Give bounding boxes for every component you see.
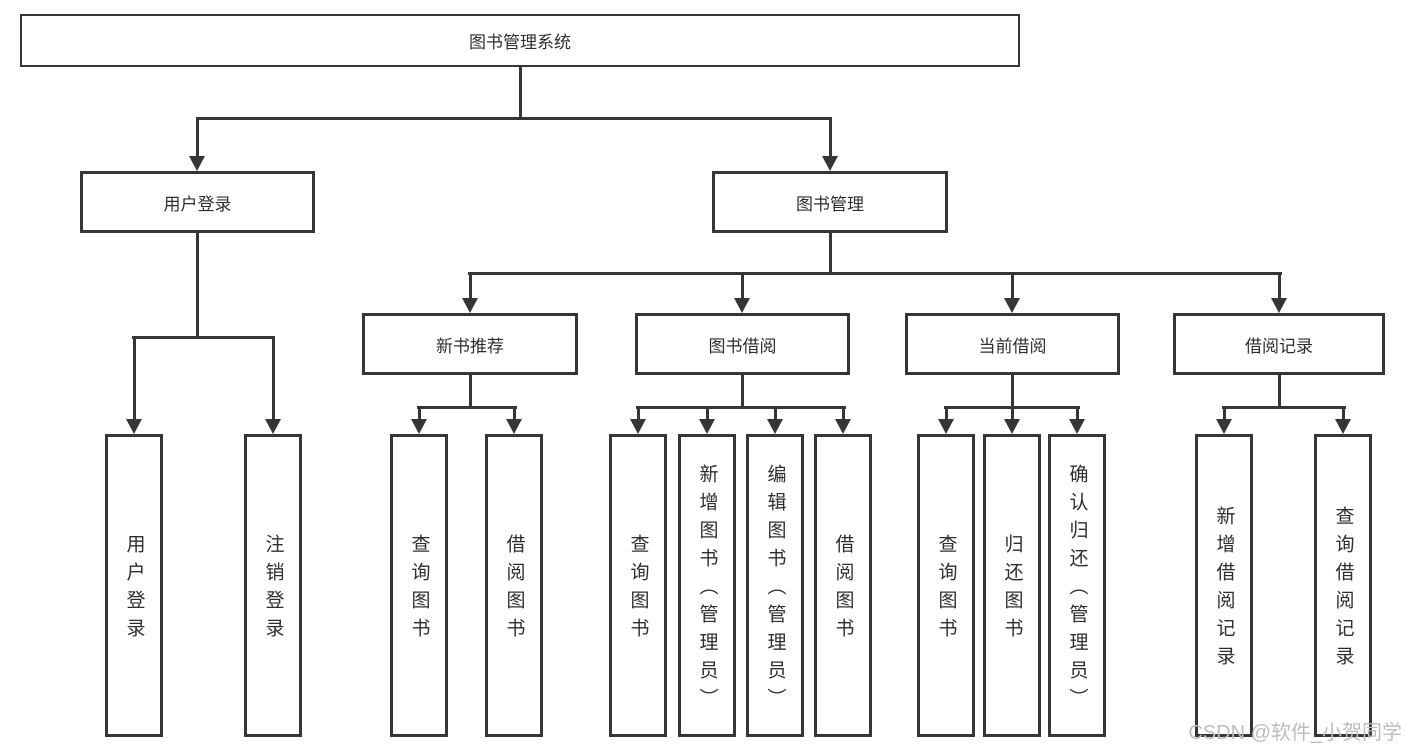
- node-label: 图书管理: [796, 194, 864, 214]
- arrow-down-icon: [265, 419, 281, 434]
- arrow-down-icon: [1004, 298, 1020, 313]
- leaf-edit-books-admin: 编辑图书（管理员）: [746, 434, 804, 737]
- arrow-down-icon: [1271, 298, 1287, 313]
- connector-line: [196, 117, 832, 120]
- node-label: 借阅记录: [1245, 336, 1313, 356]
- node-library-management-system: 图书管理系统: [20, 14, 1020, 67]
- leaf-label: 查询图书: [408, 534, 430, 646]
- connector-line: [637, 406, 640, 421]
- node-label: 图书借阅: [708, 336, 777, 356]
- connector-line: [1076, 406, 1079, 421]
- node-label: 新书推荐: [436, 336, 504, 356]
- leaf-add-books-admin: 新增图书（管理员）: [678, 434, 736, 737]
- leaf-query-books-current: 查询图书: [917, 434, 975, 737]
- connector-line: [418, 406, 421, 421]
- connector-line: [829, 231, 832, 275]
- arrow-down-icon: [699, 419, 715, 434]
- node-borrow-records: 借阅记录: [1173, 313, 1385, 375]
- leaf-borrow-books: 借阅图书: [814, 434, 872, 737]
- leaf-label: 归还图书: [1001, 534, 1023, 646]
- node-book-management: 图书管理: [712, 171, 948, 233]
- leaf-confirm-return-admin: 确认归还（管理员）: [1048, 434, 1106, 737]
- leaf-query-books-recommend: 查询图书: [390, 434, 448, 737]
- connector-line: [1222, 406, 1346, 409]
- connector-line: [469, 373, 472, 409]
- connector-line: [272, 336, 275, 421]
- leaf-label: 借阅图书: [503, 534, 525, 646]
- leaf-query-borrow-record: 查询借阅记录: [1314, 434, 1372, 737]
- arrow-down-icon: [1335, 419, 1351, 434]
- connector-line: [1011, 373, 1014, 409]
- leaf-add-borrow-record: 新增借阅记录: [1195, 434, 1253, 737]
- node-label: 用户登录: [163, 194, 232, 214]
- arrow-down-icon: [506, 419, 522, 434]
- connector-line: [741, 373, 744, 409]
- connector-line: [1278, 373, 1281, 409]
- connector-line: [417, 406, 517, 409]
- arrow-down-icon: [1004, 419, 1020, 434]
- leaf-label: 查询图书: [935, 534, 957, 646]
- node-current-borrow: 当前借阅: [905, 313, 1120, 375]
- node-label: 当前借阅: [978, 336, 1047, 356]
- arrow-down-icon: [462, 298, 478, 313]
- leaf-label: 用户登录: [123, 534, 145, 646]
- arrow-down-icon: [189, 156, 205, 171]
- leaf-label: 新增图书（管理员）: [696, 464, 718, 716]
- node-book-borrow: 图书借阅: [635, 313, 850, 375]
- arrow-down-icon: [938, 419, 954, 434]
- node-user-login: 用户登录: [80, 171, 315, 233]
- connector-line: [519, 67, 522, 120]
- connector-line: [636, 406, 846, 409]
- leaf-label: 查询借阅记录: [1332, 506, 1354, 674]
- connector-line: [1342, 406, 1345, 421]
- connector-line: [741, 272, 744, 300]
- connector-line: [945, 406, 948, 421]
- connector-line: [1223, 406, 1226, 421]
- leaf-borrow-books-recommend: 借阅图书: [485, 434, 543, 737]
- leaf-label: 借阅图书: [832, 534, 854, 646]
- node-label: 图书管理系统: [469, 33, 571, 52]
- leaf-logout: 注销登录: [244, 434, 302, 737]
- arrow-down-icon: [126, 419, 142, 434]
- connector-line: [1011, 406, 1014, 421]
- connector-line: [829, 117, 832, 159]
- connector-line: [1278, 272, 1281, 300]
- leaf-return-books: 归还图书: [983, 434, 1041, 737]
- connector-line: [774, 406, 777, 421]
- csdn-watermark: CSDN @软件_小贺同学: [1188, 722, 1402, 744]
- connector-line: [706, 406, 709, 421]
- leaf-label: 新增借阅记录: [1213, 506, 1235, 674]
- connector-line: [196, 231, 199, 339]
- connector-line: [196, 117, 199, 159]
- connector-line: [133, 336, 136, 421]
- leaf-query-books-borrow: 查询图书: [609, 434, 667, 737]
- arrow-down-icon: [767, 419, 783, 434]
- leaf-label: 确认归还（管理员）: [1066, 464, 1088, 716]
- connector-line: [513, 406, 516, 421]
- leaf-label: 编辑图书（管理员）: [764, 464, 786, 716]
- arrow-down-icon: [411, 419, 427, 434]
- leaf-label: 查询图书: [627, 534, 649, 646]
- connector-line: [842, 406, 845, 421]
- connector-line: [132, 336, 275, 339]
- connector-line: [1011, 272, 1014, 300]
- leaf-user-login: 用户登录: [105, 434, 163, 737]
- arrow-down-icon: [1069, 419, 1085, 434]
- connector-line: [469, 272, 472, 300]
- arrow-down-icon: [1216, 419, 1232, 434]
- node-new-book-recommend: 新书推荐: [362, 313, 578, 375]
- arrow-down-icon: [822, 156, 838, 171]
- leaf-label: 注销登录: [262, 534, 284, 646]
- arrow-down-icon: [835, 419, 851, 434]
- arrow-down-icon: [630, 419, 646, 434]
- arrow-down-icon: [734, 298, 750, 313]
- connector-line: [468, 272, 1282, 275]
